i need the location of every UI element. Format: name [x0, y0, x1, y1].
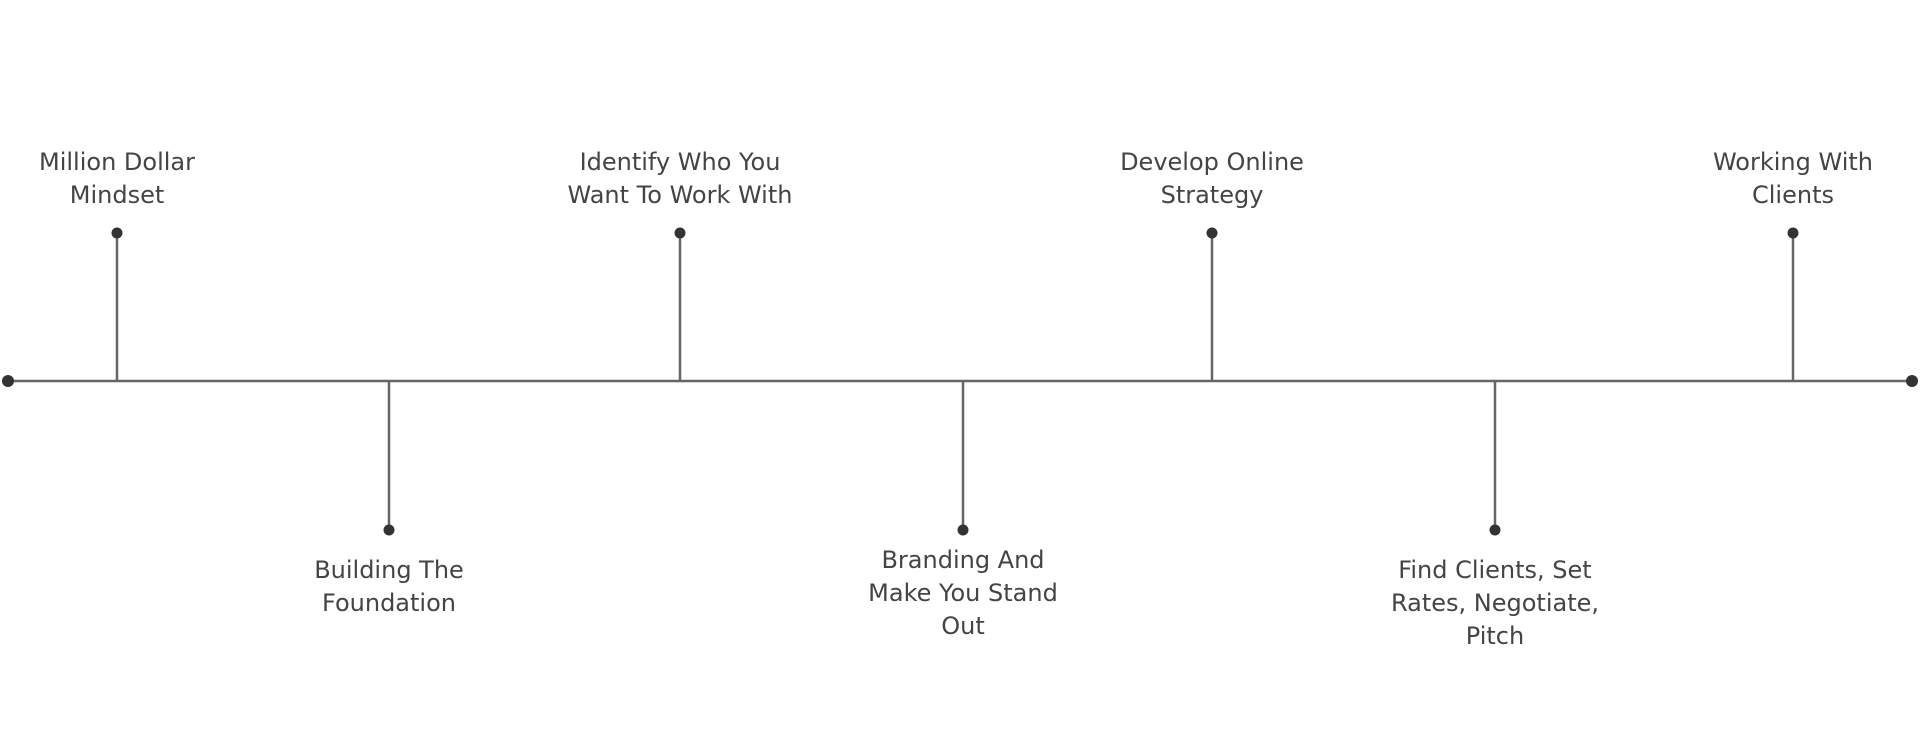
milestone-dot-7	[1787, 227, 1799, 239]
milestone-label-3: Identify Who You Want To Work With	[567, 148, 793, 209]
milestone-label-6: Find Clients, Set Rates, Negotiate, Pitc…	[1390, 556, 1600, 650]
milestone-dot-2	[383, 524, 395, 536]
milestone-label-1: Million Dollar Mindset	[39, 148, 195, 209]
milestone-dot-1	[111, 227, 123, 239]
milestone-dot-5	[1206, 227, 1218, 239]
milestone-label-2: Building The Foundation	[314, 556, 464, 617]
milestone-dot-6	[1489, 524, 1501, 536]
milestone-dot-3	[674, 227, 686, 239]
axis-end-dot	[1906, 375, 1918, 387]
axis-start-dot	[2, 375, 14, 387]
milestone-label-7: Working With Clients	[1712, 148, 1873, 209]
milestone-label-4: Branding And Make You Stand Out	[868, 546, 1058, 640]
milestone-label-5: Develop Online Strategy	[1120, 148, 1304, 209]
milestone-dot-4	[957, 524, 969, 536]
